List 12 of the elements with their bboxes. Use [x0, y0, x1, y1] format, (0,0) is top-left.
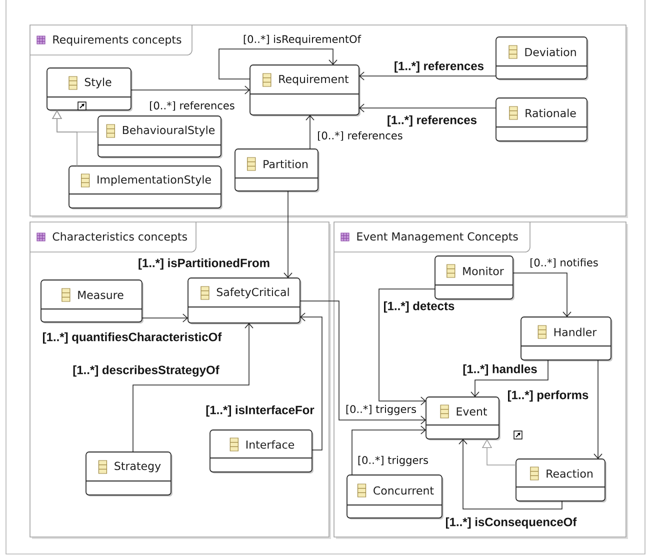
edge-label: [0..*] references [316, 130, 404, 142]
class-box: Rationale [496, 98, 588, 142]
edge-label: [0..*] isRequirementOf [242, 34, 362, 46]
class-box: Requirement [250, 64, 360, 116]
edge-label: [1..*] references [393, 60, 485, 74]
class-box: Style [46, 68, 132, 112]
class-box: BehaviouralStyle [98, 116, 222, 158]
edge-label: [1..*] references [386, 114, 478, 128]
class-box: ImplementationStyle [68, 166, 222, 210]
class-box: Deviation [496, 36, 588, 80]
edge-label: [0..*] references [148, 100, 236, 112]
class-box: Partition [234, 148, 320, 192]
